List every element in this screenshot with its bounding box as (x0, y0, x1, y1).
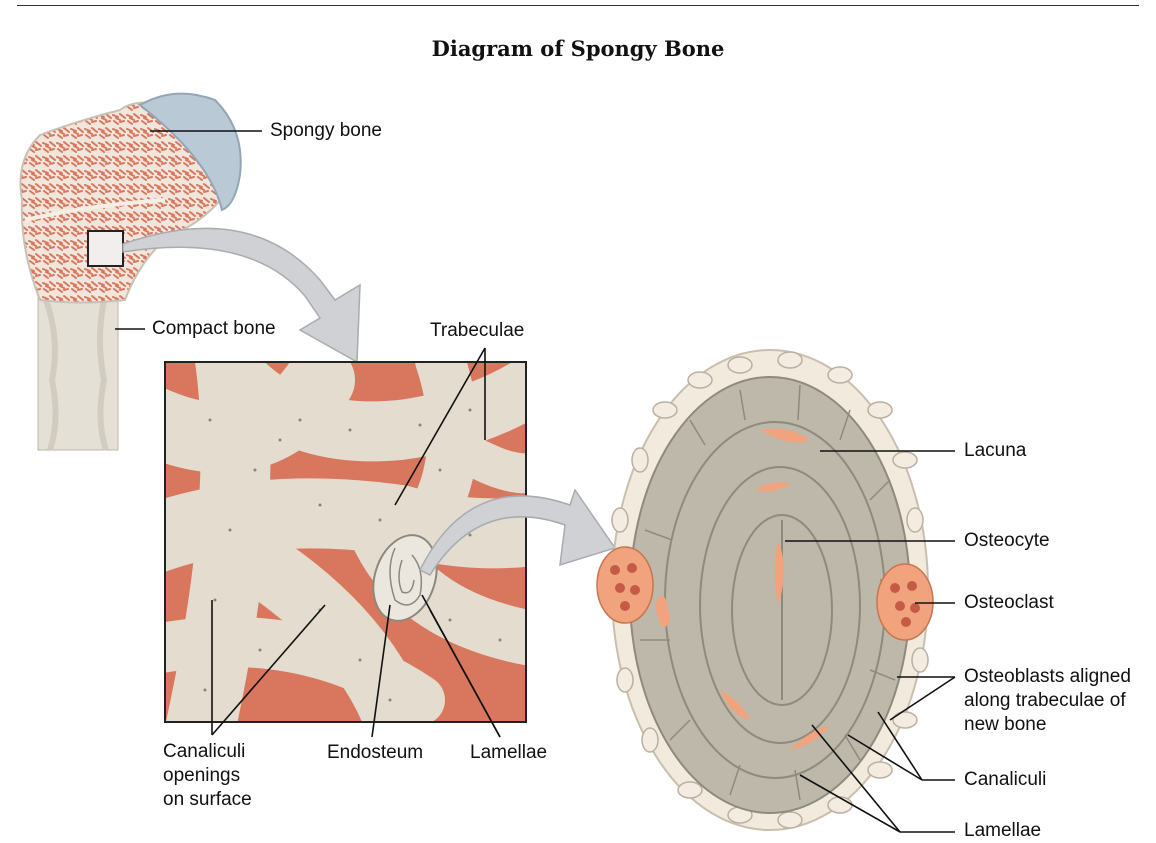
label-lacuna: Lacuna (964, 439, 1026, 463)
label-spongy-bone: Spongy bone (270, 119, 382, 143)
label-lamellae-left: Lamellae (470, 741, 547, 765)
label-endosteum: Endosteum (327, 741, 423, 765)
magnified-region-marker (88, 231, 123, 266)
magnify-arrow (123, 228, 360, 362)
osteoclast-cell-left (597, 547, 653, 623)
label-trabeculae: Trabeculae (430, 319, 524, 343)
label-lamellae-right: Lamellae (964, 819, 1041, 843)
osteoclast-cell-right (877, 564, 933, 640)
label-osteoblasts: Osteoblasts aligned along trabeculae of … (964, 665, 1131, 737)
trabeculae-closeup (150, 360, 540, 730)
trabecula-section-enlarged (597, 350, 933, 830)
label-compact-bone: Compact bone (152, 317, 276, 341)
label-osteocyte: Osteocyte (964, 529, 1050, 553)
label-canaliculi: Canaliculi (964, 768, 1046, 792)
label-canaliculi-openings: Canaliculi openings on surface (163, 740, 252, 812)
label-osteoclast: Osteoclast (964, 591, 1054, 615)
